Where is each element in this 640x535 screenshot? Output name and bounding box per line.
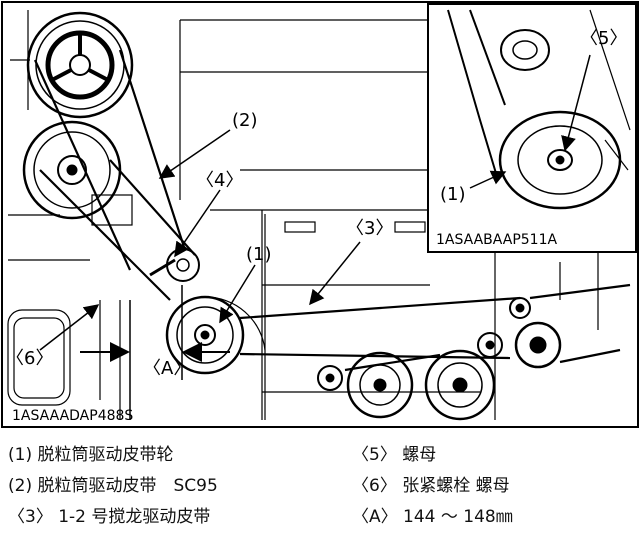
legend-item-a: 〈A〉 144 ～ 148㎜ xyxy=(352,507,513,527)
thresher-drive-pulley xyxy=(165,295,266,375)
leader-lines xyxy=(39,129,361,351)
top-pulley xyxy=(26,11,134,119)
legend-item-5: 〈5〉 螺母 xyxy=(352,445,437,465)
callout-4: 〈4〉 xyxy=(196,170,243,191)
inset-figure-code: 1ASAABAAP511A xyxy=(436,232,557,248)
dimension-a xyxy=(80,285,230,420)
callout-1-main: (1) xyxy=(246,244,272,265)
inset-panel xyxy=(427,3,637,253)
callout-5: 〈5〉 xyxy=(580,28,627,49)
auger-pulleys xyxy=(317,297,562,421)
belt-drive-diagram: (2) 〈4〉 (1) 〈3〉 〈6〉 〈A〉 (1) 〈5〉 1ASAAADA… xyxy=(1,1,639,428)
legend: (1) 脱粒筒驱动皮带轮 (2) 脱粒筒驱动皮带 SC95 〈3〉 1-2 号搅… xyxy=(0,438,640,533)
callout-3: 〈3〉 xyxy=(346,218,393,239)
legend-item-2: (2) 脱粒筒驱动皮带 SC95 xyxy=(8,476,218,496)
legend-item-6: 〈6〉 张紧螺栓 螺母 xyxy=(352,476,510,496)
callout-6: 〈6〉 xyxy=(6,348,53,369)
callout-2: (2) xyxy=(232,110,258,131)
legend-item-1: (1) 脱粒筒驱动皮带轮 xyxy=(8,445,174,465)
machine-frame xyxy=(7,10,636,420)
belts xyxy=(33,49,631,372)
callout-a: 〈A〉 xyxy=(143,358,191,379)
callout-1-inset: (1) xyxy=(440,184,466,205)
legend-item-3: 〈3〉 1-2 号搅龙驱动皮带 xyxy=(8,507,211,527)
main-figure-code: 1ASAAADAP488S xyxy=(12,408,133,424)
